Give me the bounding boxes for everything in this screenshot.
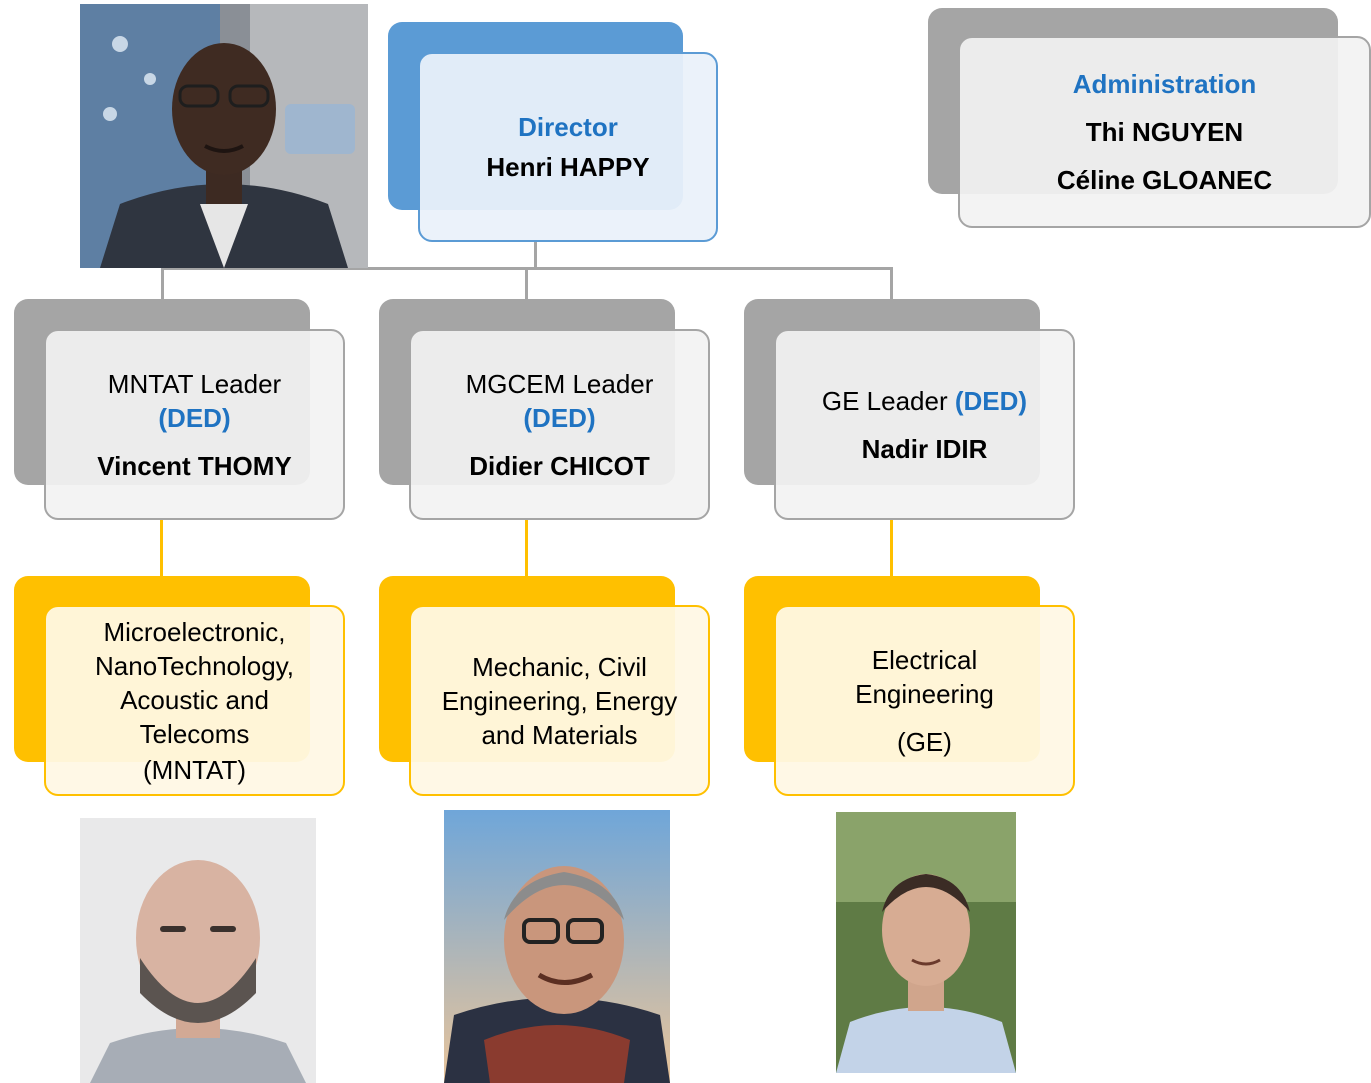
administration-member: Céline GLOANEC bbox=[1056, 165, 1273, 195]
connector-to-mntat bbox=[161, 267, 164, 299]
ge-dept-line: Electrical bbox=[871, 644, 978, 675]
mgcem-leader-photo bbox=[444, 810, 670, 1083]
mntat-dept-abbr: (MNTAT) bbox=[143, 754, 246, 785]
mntat-leader-name: Vincent THOMY bbox=[97, 450, 292, 481]
mntat-dept-line: Acoustic and bbox=[120, 684, 269, 715]
administration-member: Thi NGUYEN bbox=[1085, 117, 1244, 147]
mgcem-dept-line: and Materials bbox=[481, 719, 638, 750]
mgcem-leader-name: Didier CHICOT bbox=[469, 450, 650, 481]
mgcem-dept-line: Mechanic, Civil bbox=[472, 651, 647, 682]
ge-leader-box: GE Leader (DED) Nadir IDIR bbox=[774, 329, 1075, 520]
mgcem-leader-box: MGCEM Leader (DED) Didier CHICOT bbox=[409, 329, 710, 520]
mntat-leader-role: MNTAT Leader bbox=[107, 368, 282, 399]
administration-box: Administration Thi NGUYEN Céline GLOANEC bbox=[958, 36, 1371, 228]
mntat-dept-box: Microelectronic, NanoTechnology, Acousti… bbox=[44, 605, 345, 796]
ge-dept-abbr: (GE) bbox=[897, 726, 952, 757]
connector-director-down bbox=[534, 240, 537, 270]
mntat-leader-ded: (DED) bbox=[158, 402, 231, 433]
ge-leader-ded: (DED) bbox=[954, 385, 1028, 416]
ge-leader-photo bbox=[836, 812, 1016, 1073]
director-photo bbox=[80, 4, 368, 268]
director-name: Henri HAPPY bbox=[486, 152, 650, 182]
connector-ge-dept bbox=[890, 518, 893, 576]
mntat-leader-photo bbox=[80, 818, 316, 1083]
connector-to-mgcem bbox=[525, 267, 528, 299]
mntat-dept-line: NanoTechnology, bbox=[95, 650, 294, 681]
director-role: Director bbox=[518, 112, 618, 142]
connector-to-ge bbox=[890, 267, 893, 299]
mgcem-dept-line: Engineering, Energy bbox=[441, 685, 678, 716]
connector-mgcem-dept bbox=[525, 518, 528, 576]
mgcem-dept-box: Mechanic, Civil Engineering, Energy and … bbox=[409, 605, 710, 796]
administration-title: Administration bbox=[1072, 69, 1257, 99]
connector-mntat-dept bbox=[160, 518, 163, 576]
ge-leader-name: Nadir IDIR bbox=[861, 433, 988, 464]
director-box: Director Henri HAPPY bbox=[418, 52, 718, 242]
ge-leader-role: GE Leader bbox=[821, 385, 948, 416]
ge-leader-role-line: GE Leader (DED) bbox=[822, 384, 1027, 418]
mntat-dept-line: Microelectronic, bbox=[103, 616, 286, 647]
mgcem-leader-role: MGCEM Leader bbox=[465, 368, 654, 399]
ge-dept-box: Electrical Engineering (GE) bbox=[774, 605, 1075, 796]
mntat-leader-box: MNTAT Leader (DED) Vincent THOMY bbox=[44, 329, 345, 520]
mgcem-leader-ded: (DED) bbox=[523, 402, 596, 433]
ge-dept-line: Engineering bbox=[855, 678, 994, 709]
mntat-dept-line: Telecoms bbox=[139, 718, 250, 749]
